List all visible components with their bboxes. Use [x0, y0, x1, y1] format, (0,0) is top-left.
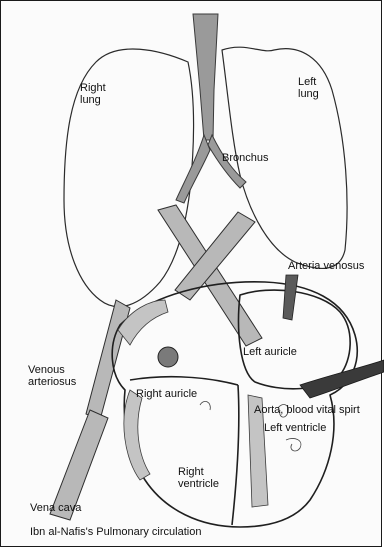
- great-vessels: [50, 205, 262, 520]
- left-lung-label: Left lung: [298, 76, 319, 100]
- septum: [232, 385, 239, 525]
- vena-cava-label: Vena cava: [30, 502, 81, 514]
- right-auricle-divider: [130, 377, 238, 385]
- right-auricle-label: Right auricle: [136, 388, 197, 400]
- venous-arteriosus-label: Venous arteriosus: [28, 364, 76, 388]
- right-lung-label: Right lung: [80, 82, 106, 106]
- arteria-venosus-label: Arteria venosus: [288, 260, 364, 272]
- left-auricle-label: Left auricle: [243, 346, 297, 358]
- diagram-caption: Ibn al-Nafis's Pulmonary circulation: [30, 526, 201, 538]
- right-auricle-opening: [158, 347, 178, 367]
- bronchus-label: Bronchus: [222, 152, 268, 164]
- arteria-venosus-vessel: [283, 275, 298, 320]
- aorta-vessel: [300, 360, 384, 398]
- left-ventricle-label: Left ventricle: [264, 422, 326, 434]
- right-ventricle-label: Right ventricle: [178, 466, 219, 490]
- aorta-label: Aorta, blood vital spirt: [254, 404, 360, 416]
- trachea-bronchus: [176, 14, 246, 203]
